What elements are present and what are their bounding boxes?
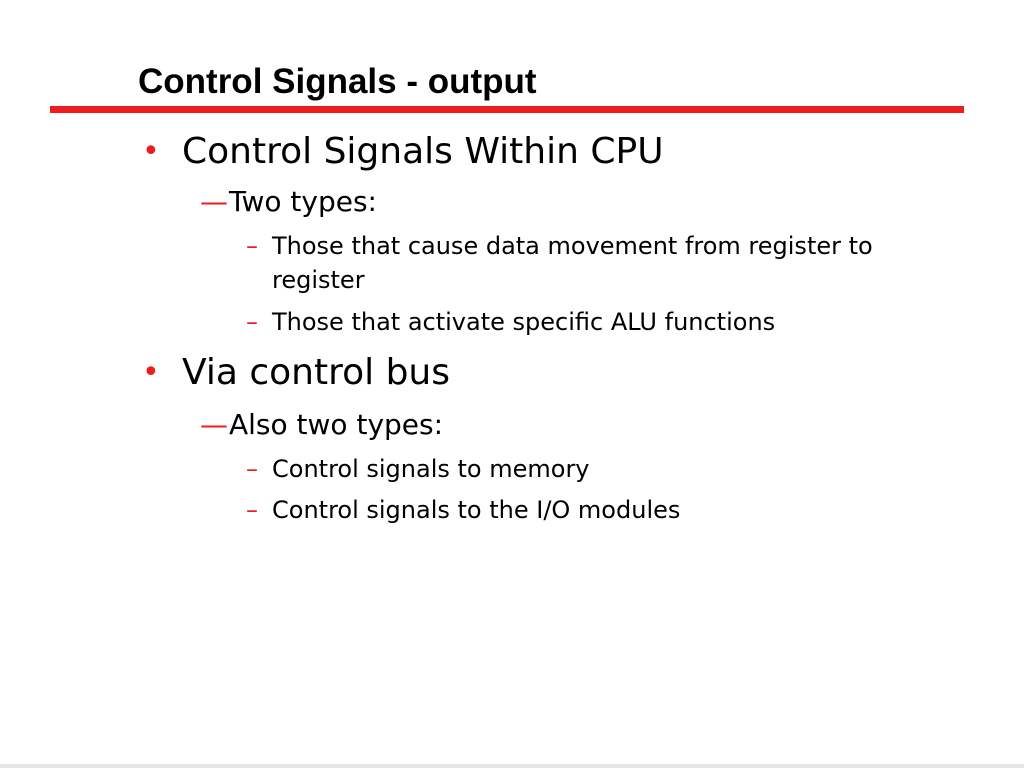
sub-sub-bullet-text: Those that cause data movement from regi… [272, 232, 873, 294]
dash-marker: – [246, 455, 258, 483]
bullet-marker: • [142, 355, 160, 390]
bullet-text: Control Signals Within CPU [182, 131, 664, 172]
title-underline [50, 106, 964, 113]
sub-bullet-text: Also two types: [229, 408, 444, 441]
bullet-item: • Via control bus [142, 351, 450, 395]
dash-marker: — [200, 408, 228, 441]
sub-bullet-item: — Two types: [200, 184, 377, 220]
sub-sub-bullet-item: – Those that cause data movement from re… [246, 229, 972, 297]
sub-sub-bullet-item: – Control signals to memory [246, 452, 590, 486]
sub-sub-bullet-text: Those that activate specific ALU functio… [272, 308, 776, 336]
dash-marker: – [246, 496, 258, 524]
bullet-item: • Control Signals Within CPU [142, 130, 664, 174]
sub-bullet-text: Two types: [229, 185, 377, 218]
sub-sub-bullet-text: Control signals to memory [272, 455, 590, 483]
bottom-divider [0, 764, 1024, 768]
slide-title: Control Signals - output [138, 62, 537, 101]
sub-sub-bullet-item: – Those that activate specific ALU funct… [246, 305, 776, 339]
sub-sub-bullet-item: – Control signals to the I/O modules [246, 493, 681, 527]
dash-marker: – [246, 232, 258, 260]
bullet-text: Via control bus [182, 352, 450, 393]
dash-marker: – [246, 308, 258, 336]
sub-bullet-item: — Also two types: [200, 407, 444, 443]
dash-marker: — [200, 185, 228, 218]
bullet-marker: • [142, 134, 160, 169]
sub-sub-bullet-text: Control signals to the I/O modules [272, 496, 681, 524]
